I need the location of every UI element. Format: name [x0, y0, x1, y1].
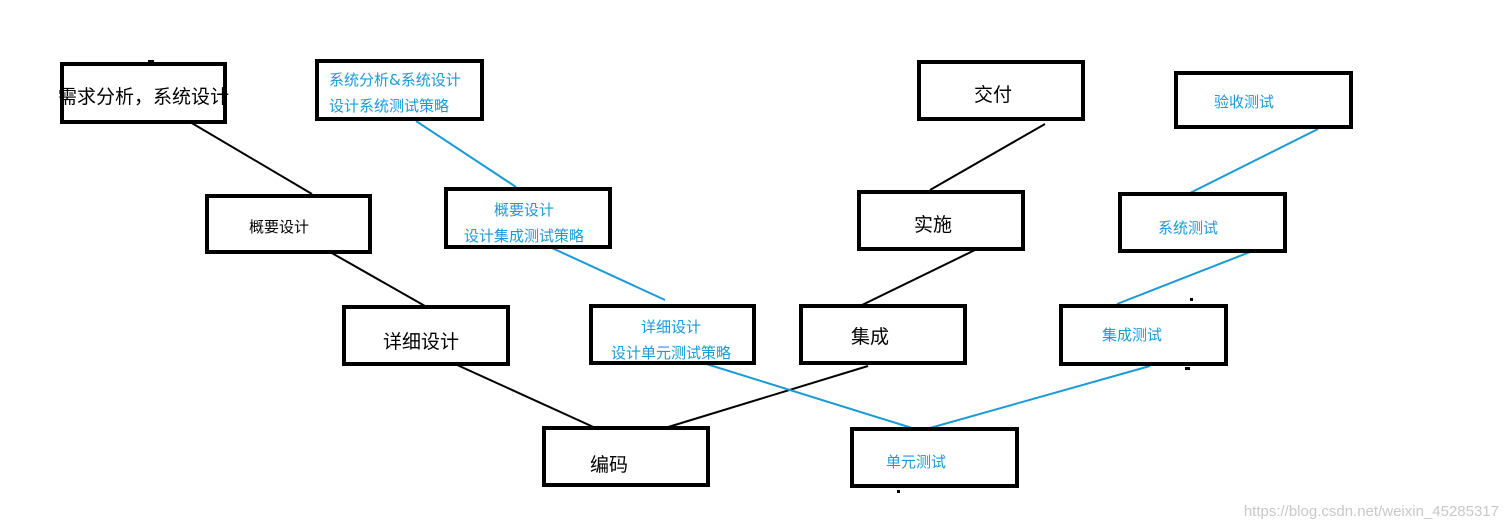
overview-design-box: 概要设计: [205, 194, 372, 254]
line-integration-test-to-system-test: [1116, 251, 1251, 305]
line-overview-strategy-to-detailed-strategy: [551, 247, 666, 301]
implementation-label: 实施: [914, 214, 953, 236]
coding-label: 编码: [590, 454, 629, 476]
stray-mark: [1185, 367, 1190, 370]
delivery-label: 交付: [974, 84, 1013, 106]
overview-design-strategy-box: 概要设计 设计集成测试策略: [444, 187, 612, 249]
unit-test-label: 单元测试: [886, 453, 947, 471]
system-design-strategy-box: 系统分析&系统设计 设计系统测试策略: [315, 59, 484, 121]
integration-test-box: 集成测试: [1059, 304, 1228, 366]
overview-design-label: 概要设计: [249, 218, 310, 236]
integration-label: 集成: [851, 326, 890, 348]
line-integration-to-implementation: [859, 249, 976, 307]
coding-box: 编码: [542, 426, 710, 487]
line-coding-to-integration: [664, 365, 869, 429]
detailed-design-label: 详细设计: [383, 331, 460, 353]
line-unit-test-to-integration-test: [929, 365, 1151, 429]
detailed-design-box: 详细设计: [342, 305, 510, 366]
requirements-label: 需求分析，系统设计: [58, 86, 230, 108]
watermark-text: https://blog.csdn.net/weixin_45285317: [1243, 503, 1499, 520]
acceptance-test-box: 验收测试: [1174, 71, 1353, 129]
overview-design-strategy-line2: 设计集成测试策略: [464, 227, 585, 245]
unit-test-box: 单元测试: [850, 427, 1019, 488]
system-test-label: 系统测试: [1158, 219, 1219, 237]
system-design-strategy-line1: 系统分析&系统设计: [329, 71, 461, 89]
stray-mark: [1190, 298, 1193, 301]
line-system-test-to-acceptance-test: [1187, 128, 1319, 195]
system-test-box: 系统测试: [1118, 192, 1287, 253]
detailed-design-strategy-line2: 设计单元测试策略: [611, 344, 732, 362]
line-detailed-strategy-to-unit-test: [699, 361, 913, 429]
integration-test-label: 集成测试: [1102, 326, 1163, 344]
overview-design-strategy-line1: 概要设计: [494, 201, 555, 219]
line-overview-to-detailed: [329, 251, 426, 307]
line-system-strategy-to-overview-strategy: [415, 120, 517, 188]
integration-box: 集成: [799, 304, 967, 365]
implementation-box: 实施: [857, 190, 1025, 251]
line-implementation-to-delivery: [929, 123, 1046, 191]
delivery-box: 交付: [917, 60, 1085, 121]
system-design-strategy-line2: 设计系统测试策略: [329, 97, 450, 115]
stray-mark: [897, 490, 900, 493]
stray-mark: [148, 60, 154, 63]
line-detailed-to-coding: [454, 363, 601, 431]
acceptance-test-label: 验收测试: [1214, 93, 1275, 111]
line-requirements-to-overview: [189, 121, 313, 195]
detailed-design-strategy-box: 详细设计 设计单元测试策略: [589, 304, 756, 365]
detailed-design-strategy-line1: 详细设计: [641, 318, 702, 336]
requirements-box: 需求分析，系统设计: [58, 62, 230, 124]
